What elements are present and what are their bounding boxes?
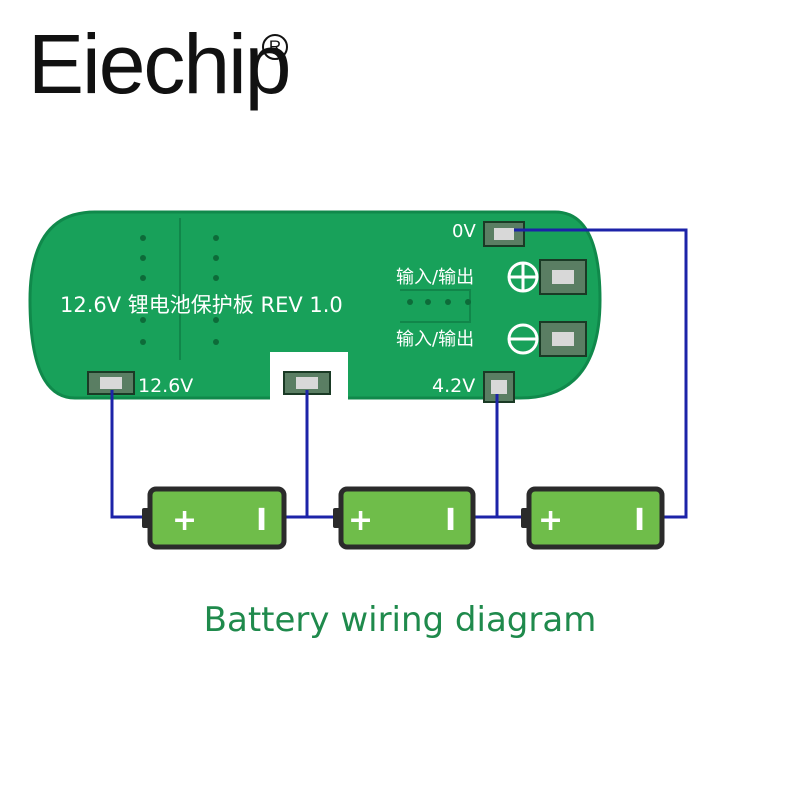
battery-plus-label: +	[538, 503, 563, 538]
battery-minus-label: I	[634, 503, 645, 538]
registered-mark-icon: R	[262, 34, 288, 60]
wire-12-6v	[110, 390, 148, 519]
brand-logo: Eiechip	[28, 17, 292, 111]
io-minus-label: 输入/输出	[396, 329, 474, 350]
io-plus-label: 输入/输出	[396, 267, 474, 288]
pad-label-12-6v: 12.6V	[138, 375, 193, 397]
battery-2: + I	[333, 486, 476, 550]
board-trace	[400, 289, 471, 323]
battery-minus-label: I	[445, 503, 456, 538]
pad-label-8-4v: 8.4V	[286, 351, 329, 373]
solder-pads	[87, 221, 587, 403]
pad-label-0v: 0V	[452, 221, 476, 242]
board-vias	[140, 235, 471, 345]
plus-terminal-icon	[507, 261, 539, 293]
pcb-board: 12.6V 锂电池保护板 REV 1.0 0V 输入/输出 输入/输出 12.6…	[28, 210, 602, 403]
wires	[110, 228, 688, 519]
diagram-caption: Battery wiring diagram	[203, 600, 597, 640]
battery-minus-label: I	[256, 503, 267, 538]
battery-3: + I	[521, 486, 665, 550]
battery-1: + I	[142, 486, 287, 550]
battery-plus-label: +	[172, 503, 197, 538]
pad-label-4-2v: 4.2V	[432, 375, 475, 397]
board-title: 12.6V 锂电池保护板 REV 1.0	[60, 293, 343, 317]
minus-terminal-icon	[507, 323, 539, 355]
battery-plus-label: +	[348, 503, 373, 538]
wire-0v	[514, 228, 688, 519]
